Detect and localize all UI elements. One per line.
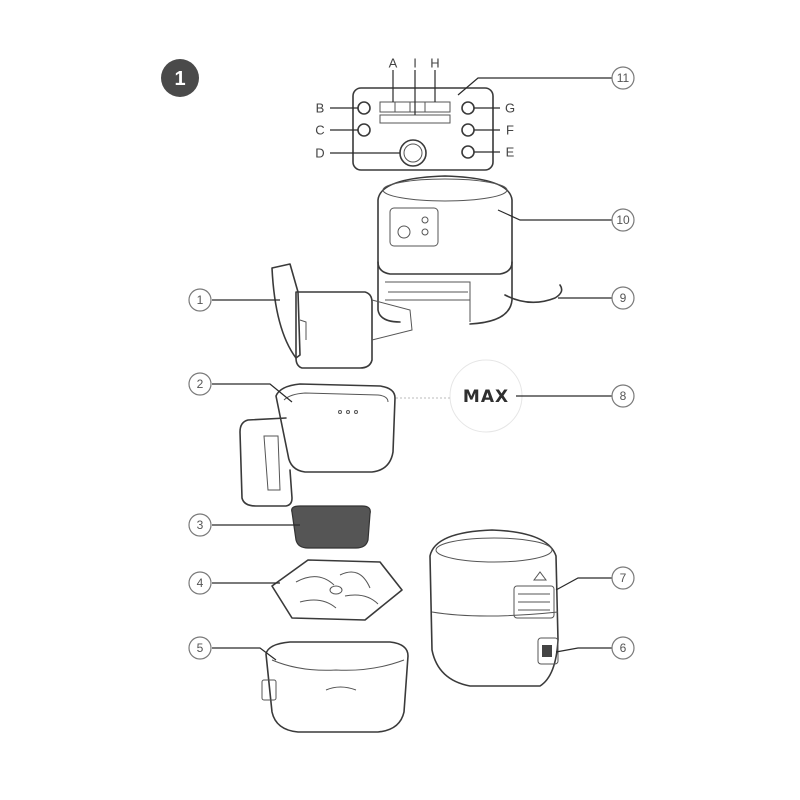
callout-3-label: 3: [197, 518, 204, 532]
label-d: D: [315, 146, 324, 161]
grill-plate: [271, 559, 403, 621]
label-f: F: [506, 123, 514, 138]
callout-1: 1: [188, 288, 212, 312]
label-g: G: [505, 101, 515, 116]
callout-11-label: 11: [617, 71, 630, 85]
drawer-front: [271, 263, 413, 369]
max-marking: MAX: [396, 359, 523, 433]
label-a: A: [389, 56, 398, 71]
button-f-icon: [461, 123, 475, 137]
callout-7: 7: [611, 566, 635, 590]
callout-4: 4: [188, 571, 212, 595]
button-c-icon: [357, 123, 371, 137]
callout-10: 10: [611, 208, 635, 232]
button-b-icon: [357, 101, 371, 115]
inner-pot: [261, 641, 409, 733]
button-g-icon: [461, 101, 475, 115]
callout-2-label: 2: [197, 377, 204, 391]
callout-leaders: [212, 209, 612, 661]
callout-9: 9: [611, 286, 635, 310]
label-c: C: [315, 123, 324, 138]
callout-3: 3: [188, 513, 212, 537]
callout-6: 6: [611, 636, 635, 660]
max-text: MAX: [463, 387, 509, 407]
callout-8: 8: [611, 384, 635, 408]
mesh-tray: [291, 505, 371, 549]
label-h: H: [430, 56, 439, 71]
callout-5-label: 5: [197, 641, 204, 655]
panel-leaders: [330, 70, 612, 154]
appliance-rear: [429, 529, 559, 687]
callout-7-label: 7: [620, 571, 627, 585]
callout-9-label: 9: [620, 291, 627, 305]
callout-10-label: 10: [616, 213, 630, 227]
label-b: B: [316, 101, 325, 116]
callout-6-label: 6: [620, 641, 627, 655]
figure-number: 1: [174, 68, 185, 90]
callout-11: 11: [611, 66, 635, 90]
callout-8-label: 8: [620, 389, 627, 403]
label-e: E: [506, 145, 515, 160]
callout-5: 5: [188, 636, 212, 660]
control-panel: [352, 87, 494, 171]
callout-4-label: 4: [197, 576, 204, 590]
callout-2: 2: [188, 372, 212, 396]
callout-1-label: 1: [197, 293, 204, 307]
appliance-housing: [377, 175, 563, 325]
figure-badge: 1: [161, 59, 199, 97]
button-e-icon: [461, 145, 475, 159]
label-i: I: [413, 56, 417, 71]
basket-with-handle: [239, 383, 396, 507]
